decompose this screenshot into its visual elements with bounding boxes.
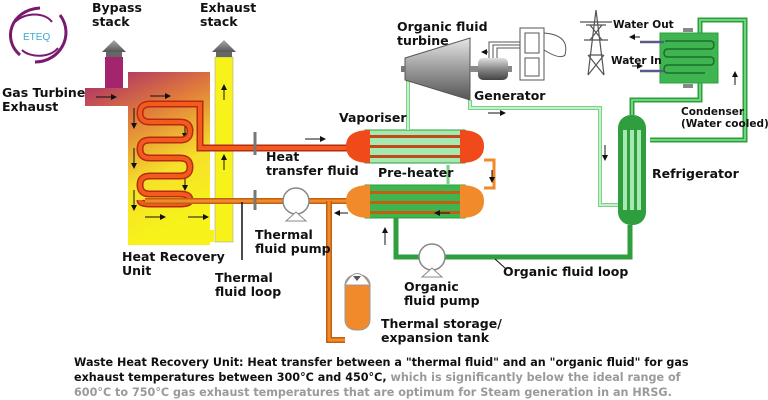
label-thermal-fluid-loop: Thermal fluid loop [215,270,282,299]
thermal-fluid-pump [282,187,310,222]
organic-fluid-pump [418,243,446,278]
label-pre-heater: Pre-heater [378,165,454,180]
label-water-out: Water Out [613,19,674,31]
label-generator: Generator [474,88,546,103]
vaporiser [346,129,484,164]
thermal-storage-tank [344,273,371,331]
label-bypass-stack: Bypass stack [92,0,142,29]
organic-fluid-loop-pipe [382,17,748,269]
organic-fluid-turbine [401,37,471,101]
caption-bold: Waste Heat Recovery Unit: Heat transfer … [74,356,689,384]
exhaust-stack [212,40,236,243]
transmission-pylon-icon [580,9,612,76]
caption-grey: which is significantly below the ideal r… [74,371,681,399]
logo-text: ETEQ [23,32,51,43]
label-heat-recovery-unit: Heat Recovery Unit [122,249,225,278]
bypass-stack [102,40,126,97]
thermal-fluid-loop-pipe [145,132,360,343]
label-exhaust-stack: Exhaust stack [200,0,257,29]
label-organic-fluid-turbine: Organic fluid turbine [397,19,488,48]
label-condenser: Condenser (Water cooled) [681,106,768,130]
generator [470,27,567,81]
diagram-caption: Waste Heat Recovery Unit: Heat transfer … [74,355,714,400]
label-refrigerator: Refrigerator [652,166,739,181]
label-vaporiser: Vaporiser [339,110,407,125]
condenser [629,28,719,88]
eteq-logo [9,6,68,64]
pre-heater [346,158,496,219]
label-water-in: Water In [611,55,662,67]
refrigerator [618,115,646,225]
label-thermal-fluid-pump: Thermal fluid pump [255,227,331,256]
label-organic-fluid-loop: Organic fluid loop [503,264,629,279]
label-gas-turbine-exhaust: Gas Turbine Exhaust [2,85,86,114]
label-heat-transfer-fluid: Heat transfer fluid [266,149,359,178]
label-organic-fluid-pump: Organic fluid pump [404,279,480,308]
organic-vapour-pipe [406,80,625,207]
label-thermal-storage: Thermal storage/ expansion tank [381,316,502,345]
